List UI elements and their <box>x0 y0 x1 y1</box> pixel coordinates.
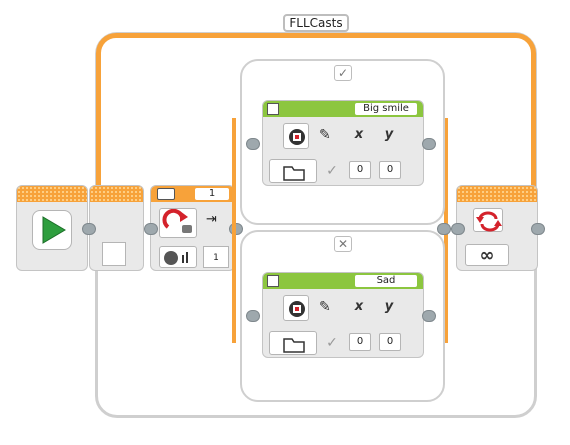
display-brick-icon <box>289 129 305 145</box>
display-block-header-2: Sad <box>263 273 423 289</box>
x-value-2[interactable]: 0 <box>349 333 371 351</box>
medium-motor-icon <box>162 208 192 233</box>
loop-end-block[interactable]: ∞ <box>456 185 538 271</box>
sequence-plug-2[interactable] <box>144 223 158 235</box>
display-port-icon <box>267 275 279 287</box>
sequence-plug-1[interactable] <box>82 223 96 235</box>
switch-left-flow <box>232 118 236 343</box>
case-true-in-plug[interactable] <box>246 138 260 150</box>
switch-out-plug[interactable] <box>437 223 451 235</box>
true-case-tab[interactable]: ✓ <box>334 65 352 81</box>
start-block-header <box>17 186 87 202</box>
x-value-1[interactable]: 0 <box>349 161 371 179</box>
loop-mode-icon-box[interactable] <box>473 208 503 232</box>
loop-flow-line <box>96 33 536 193</box>
display-image-block-1[interactable]: Big smile ✎ x y ✓ 0 0 <box>262 100 424 186</box>
display-port-icon <box>267 103 279 115</box>
port-value[interactable]: 1 <box>195 188 229 200</box>
display-icon-box-1[interactable] <box>283 123 309 149</box>
motor-icon-box[interactable] <box>159 208 197 238</box>
y-label-1: y <box>384 127 394 142</box>
loop-start-block[interactable] <box>89 185 144 271</box>
loop-start-header <box>90 186 143 202</box>
display-icon-box-2[interactable] <box>283 295 309 321</box>
eraser-icon: ✎ <box>319 127 331 143</box>
program-start-block[interactable] <box>16 185 88 271</box>
output-arrow-icon: ⇥ <box>206 212 217 227</box>
medium-motor-block[interactable]: 1 ⇥ 1 <box>150 185 235 271</box>
image-file-name-2[interactable]: Sad <box>355 275 417 287</box>
mode-selector-1[interactable] <box>269 159 317 183</box>
y-value-1[interactable]: 0 <box>379 161 401 179</box>
start-icon-box[interactable] <box>32 210 72 250</box>
case-false-out-plug[interactable] <box>422 310 436 322</box>
loop-end-header <box>457 186 537 202</box>
display-brick-icon <box>289 301 305 317</box>
loop-end-in-plug[interactable] <box>451 223 465 235</box>
mode-selector[interactable] <box>159 246 197 268</box>
case-false-in-plug[interactable] <box>246 310 260 322</box>
display-block-header-1: Big smile <box>263 101 423 117</box>
y-label-2: y <box>384 299 394 314</box>
x-label-1: x <box>354 127 364 142</box>
infinity-icon[interactable]: ∞ <box>465 244 509 266</box>
mode-selector-2[interactable] <box>269 331 317 355</box>
image-file-name-1[interactable]: Big smile <box>355 103 417 115</box>
clear-screen-check-icon[interactable]: ✓ <box>326 163 338 179</box>
loop-start-port <box>102 242 126 266</box>
folder-icon <box>283 166 305 181</box>
folder-icon <box>283 338 305 353</box>
mode-gauge-icon <box>164 251 188 265</box>
clear-screen-check-icon[interactable]: ✓ <box>326 335 338 351</box>
port-selector-icon[interactable] <box>157 188 175 200</box>
loop-repeat-icon <box>476 211 502 232</box>
play-icon <box>42 216 66 244</box>
x-label-2: x <box>354 299 364 314</box>
eraser-icon: ✎ <box>319 299 331 315</box>
loop-name-label[interactable]: FLLCasts <box>283 14 349 32</box>
false-case-tab[interactable]: ✕ <box>334 236 352 252</box>
loop-end-out-plug[interactable] <box>531 223 545 235</box>
display-image-block-2[interactable]: Sad ✎ x y ✓ 0 0 <box>262 272 424 358</box>
case-true-out-plug[interactable] <box>422 138 436 150</box>
y-value-2[interactable]: 0 <box>379 333 401 351</box>
output-value[interactable]: 1 <box>203 246 229 268</box>
motor-block-header: 1 <box>151 186 234 202</box>
